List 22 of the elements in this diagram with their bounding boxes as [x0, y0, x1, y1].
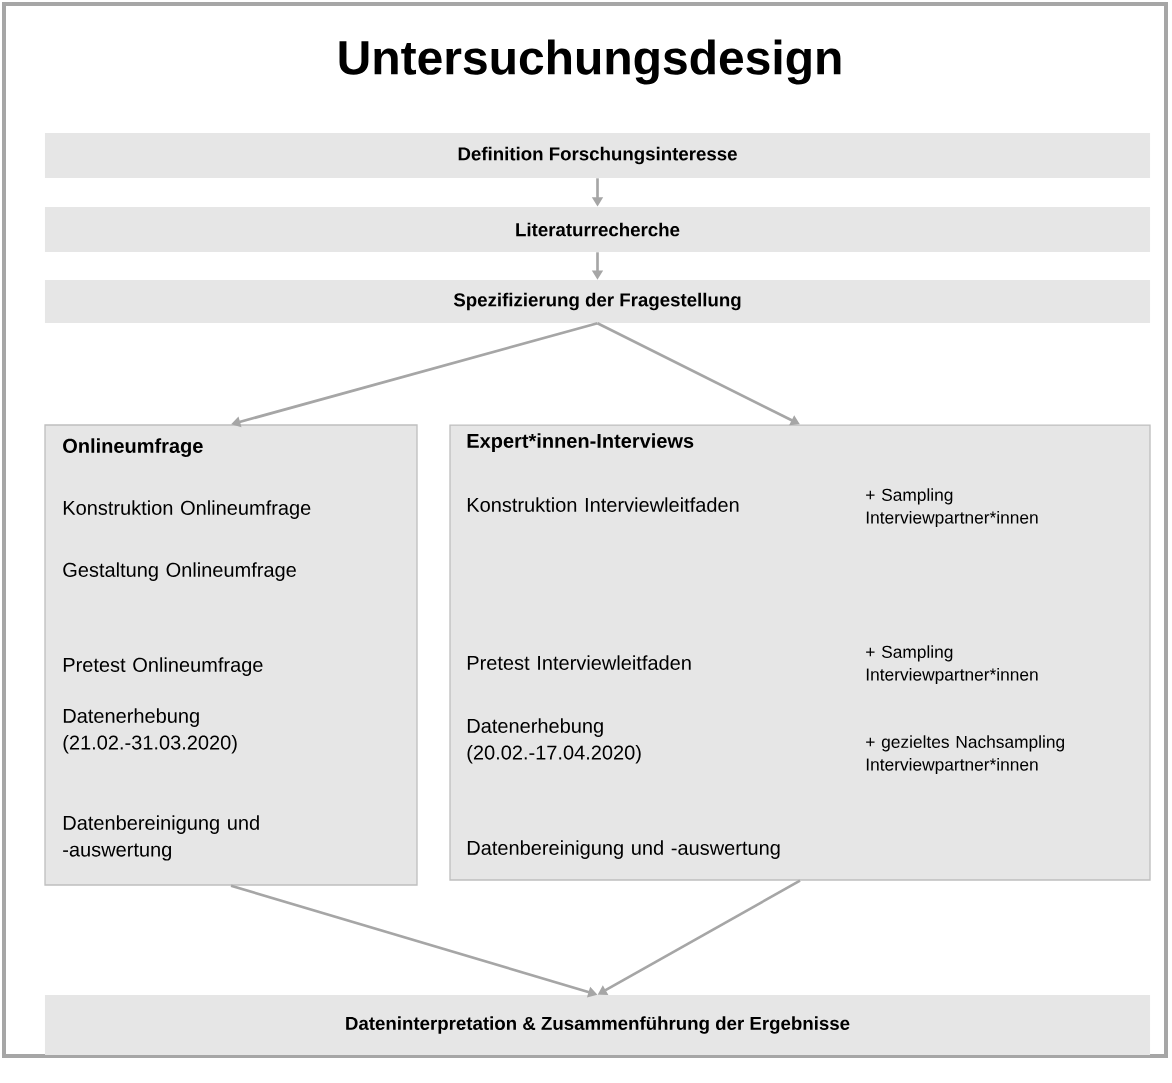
step-text: Pretest Interviewleitfaden: [467, 655, 691, 670]
step-text: Datenbereinigung und -auswertung: [63, 815, 259, 861]
step-text: Konstruktion Onlineumfrage: [63, 500, 311, 519]
step-text: Datenerhebung (21.02.-31.03.2020): [63, 708, 237, 754]
step-bar: Definition Forschungsinteresse: [44, 132, 1151, 179]
step-text: Gestaltung Onlineumfrage: [63, 562, 296, 581]
step-bar: Literaturrecherche: [44, 206, 1151, 253]
arrow: [596, 322, 800, 426]
title: Untersuchungsdesign: [339, 39, 841, 85]
step-text: Pretest Onlineumfrage: [63, 657, 263, 676]
step-text: Datenbereinigung und -auswertung: [467, 840, 780, 859]
note-text: + Sampling Interviewpartner*innen: [866, 488, 1038, 528]
panel-box: [449, 424, 1151, 881]
step-text: Konstruktion Interviewleitfaden: [467, 497, 739, 512]
step-bar: Spezifizierung der Fragestellung: [44, 280, 1151, 323]
panel-box: [44, 424, 418, 886]
note-text: + gezieltes Nachsampling Interviewpartner*innen: [866, 735, 1065, 775]
heading: Expert*innen-Interviews: [467, 433, 694, 452]
step-bar: Dateninterpretation & Zusammenführung der Ergebnisse: [44, 995, 1151, 1055]
step-text: Datenerhebung (20.02.-17.04.2020): [467, 718, 641, 764]
note-text: + Sampling Interviewpartner*innen: [866, 645, 1038, 685]
heading: Onlineumfrage: [63, 438, 203, 457]
